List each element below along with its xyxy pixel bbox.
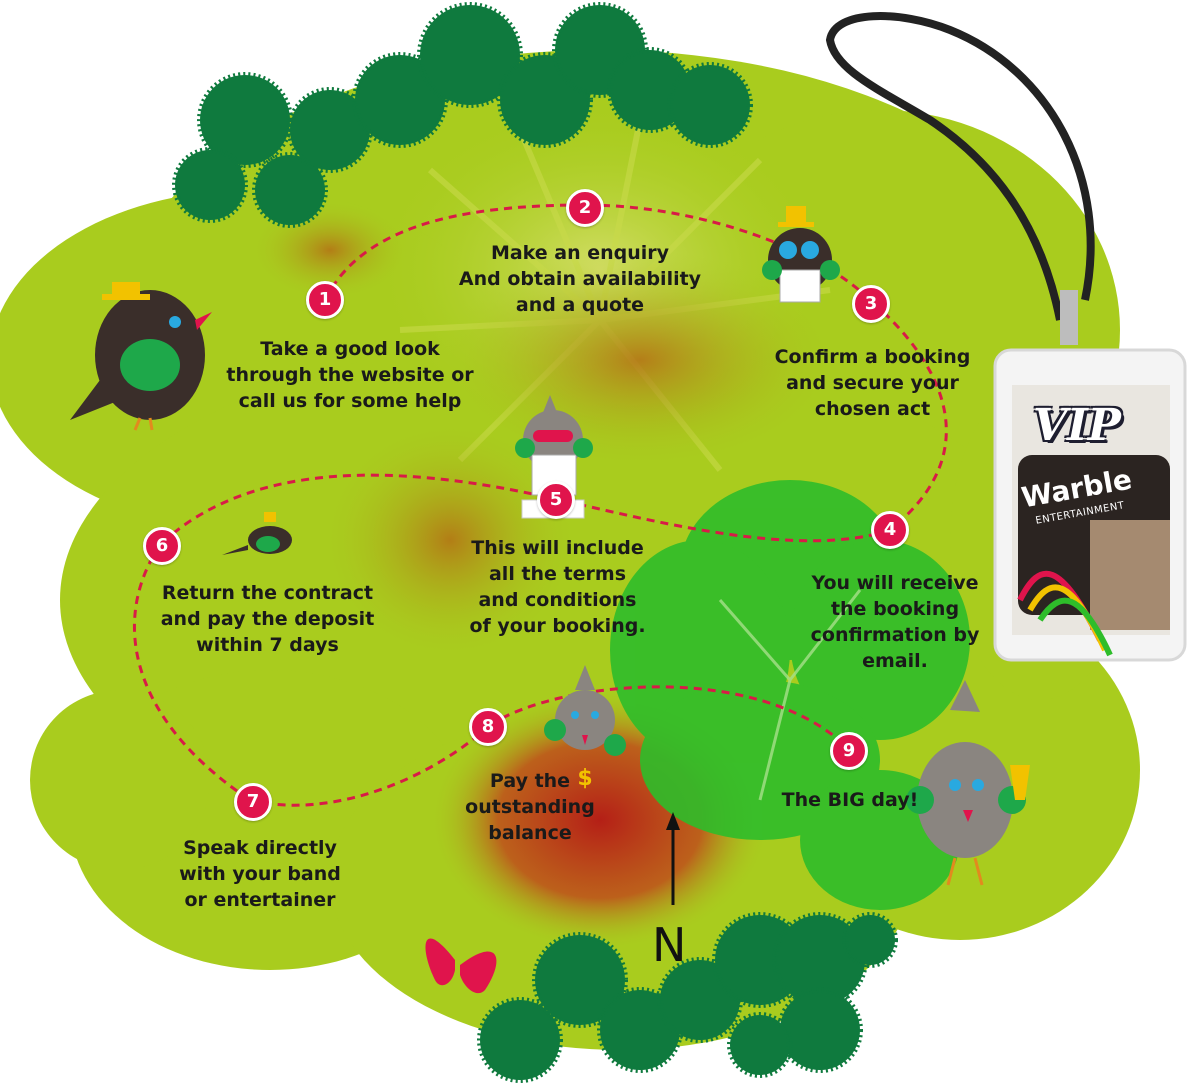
- step-text-9: The BIG day!: [781, 789, 919, 811]
- party-bird-icon: [906, 680, 1030, 886]
- step-marker-7: 7: [234, 783, 272, 821]
- compass-north-label: N: [652, 918, 687, 972]
- trees-top: [172, 2, 753, 228]
- step-text-8: Pay the outstanding balance: [465, 770, 595, 844]
- step-marker-5: 5: [537, 481, 575, 519]
- rich-bird-icon: $: [544, 665, 626, 791]
- step-text-7: Speak directly with your band or enterta…: [179, 837, 341, 911]
- step-text-3: Confirm a booking and secure your chosen…: [774, 346, 971, 420]
- compass-arrow-icon: [666, 812, 680, 905]
- step-marker-1: 1: [306, 281, 344, 319]
- step-marker-6: 6: [143, 527, 181, 565]
- vip-label: VIP: [1033, 400, 1121, 451]
- reading-bird-icon: [762, 206, 840, 303]
- trees-bottom: [477, 912, 898, 1083]
- butterfly-icon: [425, 938, 497, 994]
- step-text-4: You will receive the booking confirmatio…: [810, 572, 980, 672]
- svg-text:$: $: [577, 766, 592, 791]
- route-path: [133, 203, 948, 807]
- vip-badge: VIP Warble ENTERTAINMENT: [995, 360, 1185, 660]
- champagne-glass-icon: [1010, 765, 1030, 800]
- step-marker-4: 4: [871, 511, 909, 549]
- step-marker-9: 9: [830, 732, 868, 770]
- brown-splash-mid: [320, 420, 580, 660]
- step-marker-3: 3: [852, 285, 890, 323]
- vip-lanyard-icon: [825, 12, 1187, 662]
- flying-bird-icon: [222, 512, 292, 555]
- clover-veins: [718, 589, 862, 801]
- step-text-2: Make an enquiry And obtain availability …: [458, 242, 702, 316]
- step-text-5: This will include all the terms and cond…: [469, 537, 646, 637]
- step-marker-8: 8: [469, 708, 507, 746]
- black-bird-icon: [70, 282, 212, 431]
- step-text-1: Take a good look through the website or …: [226, 338, 474, 412]
- step-marker-2: 2: [566, 189, 604, 227]
- step-text-6: Return the contract and pay the deposit …: [160, 582, 375, 656]
